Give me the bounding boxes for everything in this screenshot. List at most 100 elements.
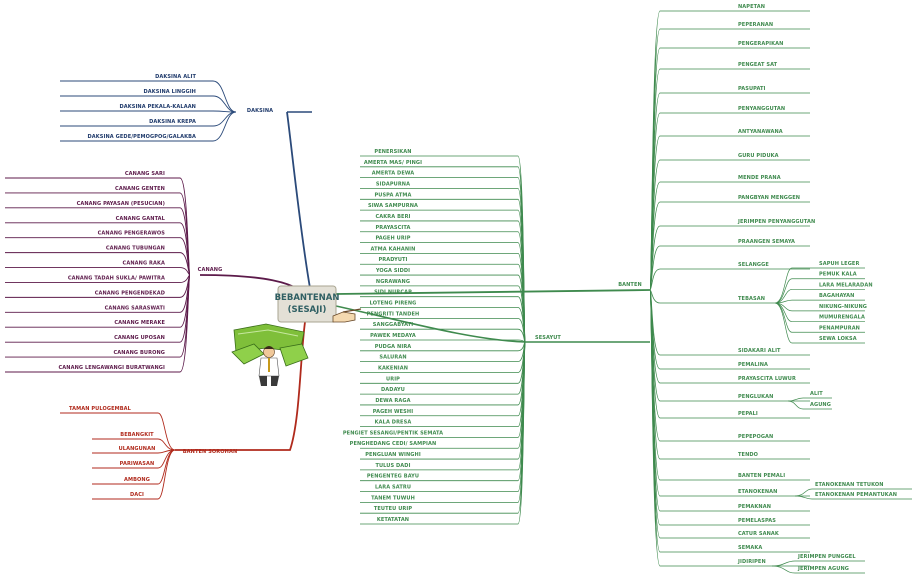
banten-item[interactable]: PEPEPOGAN — [738, 434, 773, 440]
sesayut-item[interactable]: PRADYUTI — [378, 257, 407, 263]
sesayut-item[interactable]: SIDI NURCAP — [374, 290, 412, 296]
sesayut-item[interactable]: KETATATAN — [377, 517, 409, 523]
sesayut-item[interactable]: PENGHEDANG CEDI/ SAMPIAN — [350, 441, 437, 447]
canang-item[interactable]: CANANG PENGENDEKAD — [95, 290, 165, 296]
canang-item[interactable]: CANANG GENTEN — [115, 186, 165, 192]
tebasan-item[interactable]: PEMUK KALA — [819, 272, 857, 278]
canang-item[interactable]: CANANG PENGERAWOS — [98, 231, 166, 237]
canang-item[interactable]: CANANG RAKA — [123, 261, 165, 267]
banten-item[interactable]: TENDO — [738, 452, 759, 458]
canang-item[interactable]: CANANG SARASWATI — [105, 305, 165, 311]
daksina-item[interactable]: DAKSINA KREPA — [149, 119, 196, 125]
tebasan-item[interactable]: SAPUH LEGER — [819, 261, 859, 267]
sesayut-item[interactable]: LOTENG PIRENG — [370, 301, 417, 307]
canang-item[interactable]: CANANG UPOSAN — [114, 335, 165, 341]
daksina-item[interactable]: DAKSINA PEKALA-KALAAN — [119, 104, 196, 110]
banten-item[interactable]: SEMAKA — [738, 545, 762, 551]
banten-item[interactable]: PEMAKNAN — [738, 504, 771, 510]
etanokenan-item[interactable]: ETANOKENAN TETUKON — [815, 482, 884, 488]
canang-item[interactable]: CANANG GANTAL — [116, 216, 166, 222]
daksina-item[interactable]: DAKSINA GEDE/PEMOGPOG/GALAKBA — [88, 134, 196, 140]
tebasan-item[interactable]: BAGAHAYAN — [819, 293, 854, 299]
central-topic[interactable]: BEBANTENAN (SESAJI) — [275, 285, 362, 323]
banten-item[interactable]: CATUR SANAK — [738, 531, 780, 537]
sesayut-item[interactable]: PUDGA NIRA — [375, 344, 412, 350]
penglukan-item[interactable]: AGUNG — [810, 402, 831, 408]
daksina-item[interactable]: DAKSINA LINGGIH — [144, 89, 196, 95]
banten-item[interactable]: PENGERAPIKAN — [738, 41, 783, 47]
banten-item[interactable]: PEPERANAN — [738, 22, 773, 28]
canang-item[interactable]: CANANG LENGAWANGI BURATWANGI — [59, 365, 166, 371]
canang-item[interactable]: CANANG SARI — [125, 171, 165, 177]
sesayut-item[interactable]: URIP — [386, 376, 400, 382]
banten-item[interactable]: BANTEN PEMALI — [738, 473, 785, 479]
sesayut-item[interactable]: CAKRA BERI — [375, 214, 410, 220]
sesayut-item[interactable]: AMERTA MAS/ PINGI — [364, 160, 422, 166]
sorohan-item[interactable]: AMBONG — [124, 477, 150, 483]
tebasan-item[interactable]: MUMURENGALA — [819, 315, 865, 321]
sesayut-item[interactable]: PAWEK MEDAYA — [370, 333, 416, 339]
banten-item[interactable]: PENGEAT SAT — [738, 62, 778, 68]
sorohan-item[interactable]: TAMAN PULOGEMBAL — [69, 406, 132, 412]
daksina-item[interactable]: DAKSINA ALIT — [155, 74, 196, 80]
sesayut-item[interactable]: PAGEH WESHI — [373, 409, 413, 415]
sorohan-item[interactable]: BEBANGKIT — [120, 432, 154, 438]
banten-item[interactable]: PANGBYAN MENGGEN — [738, 195, 800, 201]
penglukan-item[interactable]: ALIT — [810, 391, 823, 397]
sesayut-item[interactable]: KAKENIAN — [378, 365, 408, 371]
banten-item[interactable]: PEPALI — [738, 411, 758, 417]
tebasan-item[interactable]: PENAMPURAN — [819, 325, 860, 331]
canang-item[interactable]: CANANG MERAKE — [114, 320, 165, 326]
sesayut-item[interactable]: TULUS DADI — [375, 463, 410, 469]
daksina-title[interactable]: DAKSINA — [247, 108, 273, 114]
etanokenan-item[interactable]: ETANOKENAN PEMANTUKAN — [815, 492, 897, 498]
banten-title[interactable]: BANTEN — [618, 282, 642, 288]
sesayut-item[interactable]: PUSPA ATMA — [374, 192, 411, 198]
banten-item[interactable]: ANTYANAWANA — [738, 129, 783, 135]
banten-item[interactable]: SELANGGE — [738, 262, 769, 268]
sesayut-item[interactable]: SALURAN — [379, 355, 406, 361]
sesayut-item[interactable]: AMERTA DEWA — [372, 171, 415, 177]
canang-item[interactable]: CANANG TADAH SUKLA/ PAWITRA — [68, 275, 165, 281]
sorohan-item[interactable]: DACI — [130, 492, 144, 498]
sesayut-item[interactable]: TANEM TUWUH — [371, 495, 415, 501]
canang-item[interactable]: CANANG TUBUNGAN — [106, 246, 165, 252]
banten-item[interactable]: PEMALINA — [738, 362, 768, 368]
banten-item[interactable]: TEBASAN — [738, 296, 765, 302]
sesayut-item[interactable]: PENGIET SESANGI/PENTIK SEMATA — [343, 430, 443, 436]
sesayut-item[interactable]: DADAYU — [381, 387, 405, 393]
sesayut-title[interactable]: SESAYUT — [535, 335, 561, 341]
sorohan-title[interactable]: BANTEN SOROHAN — [183, 449, 238, 455]
jidiripen-item[interactable]: JERIMPEN AGUNG — [797, 566, 849, 572]
banten-item[interactable]: PENGLUKAN — [738, 394, 773, 400]
sesayut-item[interactable]: PENGENTEG BAYU — [367, 474, 419, 480]
sesayut-item[interactable]: PENGRITI TANDEH — [367, 311, 420, 317]
banten-item[interactable]: JIDIRIPEN — [737, 559, 766, 565]
sesayut-item[interactable]: PENGLUAN WINGHI — [365, 452, 421, 458]
tebasan-item[interactable]: NIKUNG-NIKUNG — [819, 304, 867, 310]
sesayut-item[interactable]: PENERSIKAN — [374, 149, 411, 155]
banten-item[interactable]: JERIMPEN PENYANGGUTAN — [737, 219, 815, 225]
sesayut-item[interactable]: PAGEH URIP — [375, 236, 410, 242]
sesayut-item[interactable]: DEWA RAGA — [375, 398, 410, 404]
sesayut-item[interactable]: SIWA SAMPURNA — [368, 203, 418, 209]
sesayut-item[interactable]: SIDAPURNA — [376, 181, 410, 187]
banten-item[interactable]: ETANOKENAN — [738, 489, 777, 495]
banten-item[interactable]: SIDAKARI ALIT — [738, 348, 781, 354]
banten-item[interactable]: PRAANGEN SEMAYA — [738, 239, 795, 245]
banten-item[interactable]: PASUPATI — [738, 86, 766, 92]
sesayut-item[interactable]: SANGGABYATI — [373, 322, 413, 328]
canang-item[interactable]: CANANG BURONG — [113, 350, 165, 356]
sorohan-item[interactable]: ULANGUNAN — [119, 446, 156, 452]
sesayut-item[interactable]: YOGA SIDDI — [375, 268, 410, 274]
banten-item[interactable]: GURU PIDUKA — [738, 153, 779, 159]
sorohan-item[interactable]: PARIWASAN — [120, 461, 155, 467]
sesayut-item[interactable]: ATMA KAHANIN — [371, 246, 416, 252]
sesayut-item[interactable]: NGRAWANG — [376, 279, 410, 285]
banten-item[interactable]: PENYANGGUTAN — [738, 106, 785, 112]
sesayut-item[interactable]: PRAYASCITA — [375, 225, 410, 231]
canang-title[interactable]: CANANG — [198, 267, 223, 273]
canang-item[interactable]: CANANG PAYASAN (PESUCIAN) — [77, 201, 165, 207]
banten-item[interactable]: PRAYASCITA LUWUR — [738, 376, 796, 382]
banten-item[interactable]: PEMELASPAS — [738, 518, 776, 524]
